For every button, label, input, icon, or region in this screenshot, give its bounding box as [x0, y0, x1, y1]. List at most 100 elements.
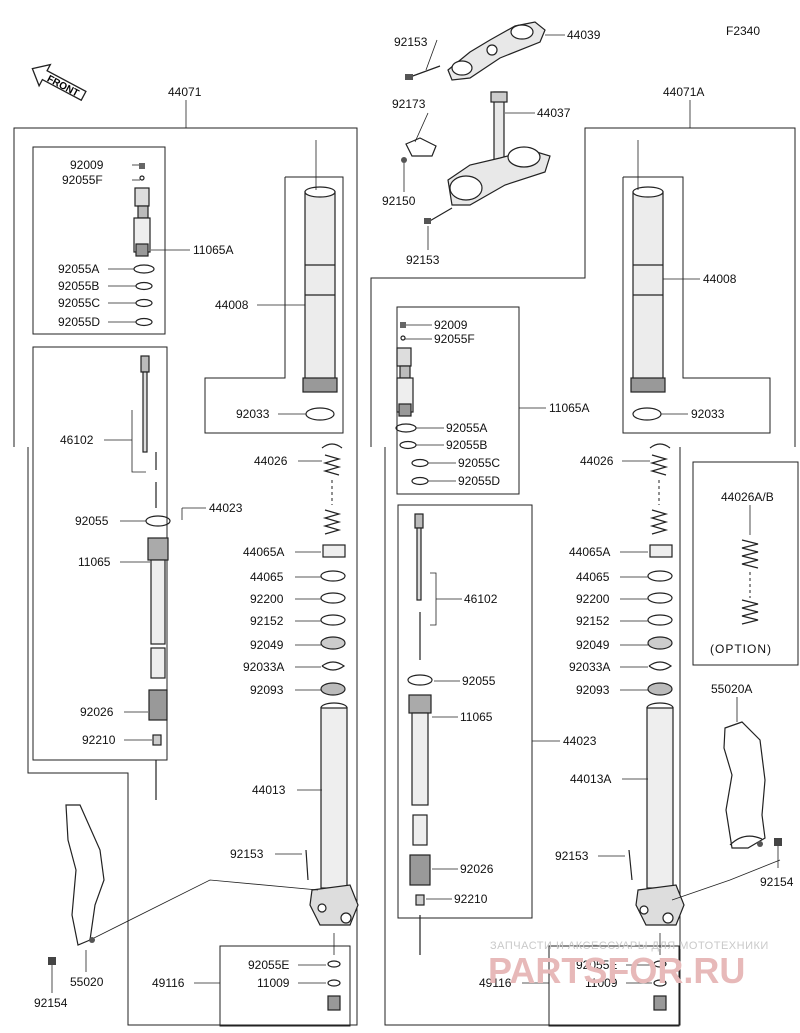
callout-r-92154: 92154	[760, 875, 794, 889]
right-fork-guard-55020A	[723, 721, 782, 849]
callout-r-44008: 44008	[703, 272, 737, 286]
callout-r-46102: 46102	[464, 592, 498, 606]
left-fork-guard-55020	[48, 804, 105, 965]
left-inner-tube-44013	[305, 702, 359, 926]
left-49116-box	[219, 945, 351, 1027]
callout-r-92153: 92153	[555, 849, 589, 863]
figure-code: F2340	[726, 24, 760, 38]
callout-l-92055B: 92055B	[58, 279, 99, 293]
callout-l-92055F: 92055F	[62, 173, 103, 187]
callout-r-92055A: 92055A	[446, 421, 487, 435]
left-11065A-box	[32, 146, 166, 335]
upper-triple-clamp	[447, 21, 546, 81]
left-44008-box	[204, 176, 344, 434]
callout-l-11065A: 11065A	[193, 243, 233, 257]
callout-l-44065: 44065	[250, 570, 284, 584]
callout-r-92055D: 92055D	[458, 474, 500, 488]
option-label: (OPTION)	[710, 642, 772, 656]
callout-l-46102: 46102	[60, 433, 94, 447]
callout-l-92093: 92093	[250, 683, 284, 697]
callout-top-44039: 44039	[567, 28, 601, 42]
callout-l-92210: 92210	[82, 733, 116, 747]
callout-r-44065: 44065	[576, 570, 610, 584]
watermark-line1: ЗАПЧАСТИ И АКСЕССУАРЫ ДЛЯ МОТОТЕХНИКИ	[490, 940, 769, 952]
callout-l-92055D: 92055D	[58, 315, 100, 329]
callout-top-92153: 92153	[394, 35, 428, 49]
callout-l-92033A: 92033A	[243, 660, 284, 674]
callout-l-44065A: 44065A	[243, 545, 284, 559]
left-air-valve-49116	[327, 960, 341, 1011]
callout-l-92055E: 92055E	[248, 958, 289, 972]
callout-r-92210: 92210	[454, 892, 488, 906]
callout-r-92055B: 92055B	[446, 438, 487, 452]
steering-stem	[447, 91, 551, 206]
callout-r-44026: 44026	[580, 454, 614, 468]
callout-l-92055: 92055	[75, 514, 109, 528]
callout-r-44013A: 44013A	[570, 772, 611, 786]
right-outer-tube-44008	[630, 186, 666, 421]
callout-r-92055F: 92055F	[434, 332, 475, 346]
callout-top-92153b: 92153	[406, 253, 440, 267]
callout-r-44071A: 44071A	[663, 85, 704, 99]
callout-r-49116: 49116	[479, 976, 512, 990]
callout-l-92152: 92152	[250, 614, 284, 628]
right-air-valve-49116	[653, 960, 667, 1011]
callout-r-92055: 92055	[462, 674, 496, 688]
right-damper-rod-46102	[407, 513, 433, 955]
callout-l-44023: 44023	[209, 501, 243, 515]
callout-l-11009: 11009	[257, 976, 290, 990]
callout-r-92033A: 92033A	[569, 660, 610, 674]
callout-top-92173: 92173	[392, 97, 426, 111]
callout-r-92009: 92009	[434, 318, 468, 332]
left-spring-44026	[320, 443, 346, 696]
callout-r-55020A: 55020A	[711, 682, 752, 696]
callout-l-55020: 55020	[70, 975, 104, 989]
right-option-box	[692, 461, 799, 666]
left-damper-rod-46102	[140, 355, 157, 508]
right-fork-outline-lower	[384, 447, 681, 1026]
callout-l-92055A: 92055A	[58, 262, 99, 276]
callout-l-92154: 92154	[34, 996, 68, 1010]
callout-r-92055C: 92055C	[458, 456, 500, 470]
callout-l-92049: 92049	[250, 638, 284, 652]
left-outer-tube-44008	[302, 186, 338, 421]
right-valve-11065A	[395, 322, 429, 486]
watermark-line2: PARTSFOR.RU	[488, 950, 745, 991]
left-cartridge-11065	[145, 515, 171, 800]
callout-r-92033: 92033	[691, 407, 725, 421]
callout-l-44013: 44013	[252, 783, 286, 797]
callout-l-11065: 11065	[78, 555, 111, 569]
right-spring-44026	[647, 443, 673, 696]
front-arrow-icon: FRONT	[31, 63, 87, 102]
callout-r-92055E: 92055E	[576, 958, 617, 972]
callout-r-92049: 92049	[576, 638, 610, 652]
bolt-92153-top	[405, 65, 441, 80]
front-label: FRONT	[45, 74, 81, 100]
callout-l-92033: 92033	[236, 407, 270, 421]
callout-r-92026: 92026	[460, 862, 494, 876]
bolt-92153-stem	[424, 207, 453, 224]
option-spring-44026AB	[741, 539, 759, 625]
callout-r-11065: 11065	[460, 710, 493, 724]
callout-l-92153: 92153	[230, 847, 264, 861]
right-44008-box	[622, 176, 771, 434]
callout-l-44071: 44071	[168, 85, 202, 99]
callout-top-92150: 92150	[382, 194, 416, 208]
callout-r-92093: 92093	[576, 683, 610, 697]
callout-r-11009: 11009	[585, 976, 618, 990]
callout-l-92009: 92009	[70, 158, 104, 172]
callout-l-92026: 92026	[80, 705, 114, 719]
callout-l-92200: 92200	[250, 592, 284, 606]
right-49116-box	[548, 945, 680, 1027]
callout-r-92152: 92152	[576, 614, 610, 628]
callout-r-44023: 44023	[563, 734, 597, 748]
callout-l-44026: 44026	[254, 454, 288, 468]
callout-l-44008: 44008	[215, 298, 249, 312]
clamp-92173	[401, 137, 437, 163]
right-fork-outline	[370, 127, 796, 447]
right-inner-tube-44013A	[628, 702, 685, 926]
callout-r-44065A: 44065A	[569, 545, 610, 559]
left-valve-11065A	[133, 163, 155, 327]
callout-r-44026AB: 44026A/B	[721, 490, 774, 504]
